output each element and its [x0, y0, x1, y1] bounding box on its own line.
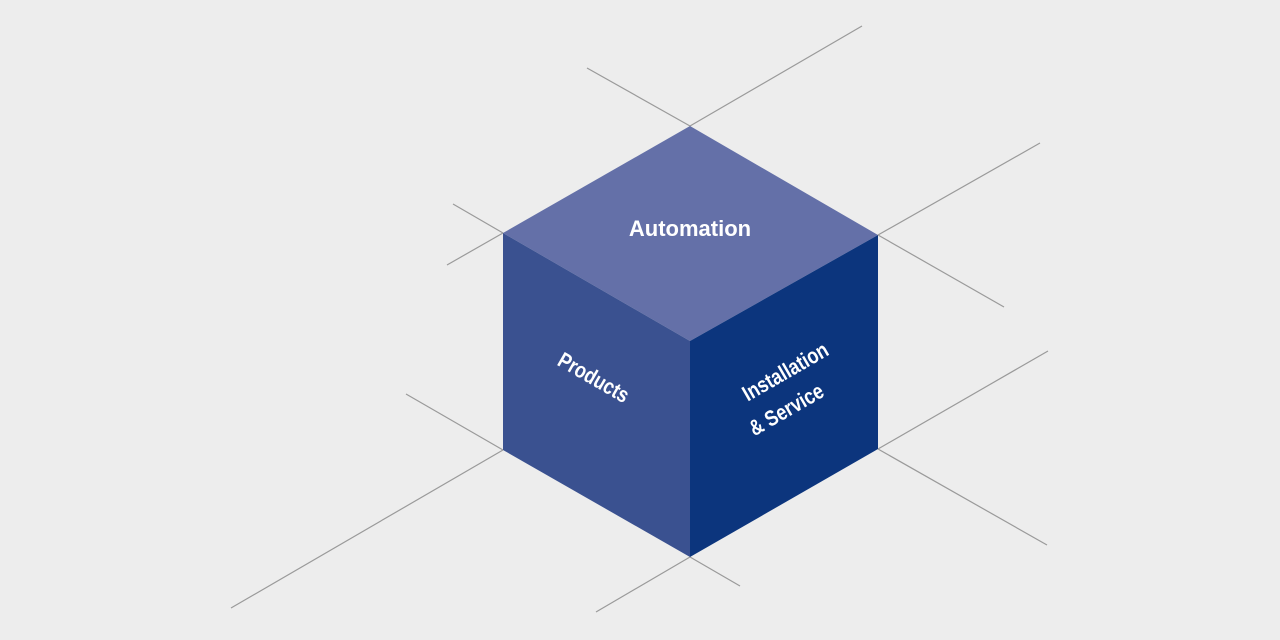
guide-line-upper-right-up	[877, 142, 1041, 236]
cube-face-products	[503, 233, 690, 557]
guide-line-top-right	[689, 25, 863, 127]
guide-line-top-left	[586, 67, 691, 127]
guide-lines	[230, 25, 1049, 613]
cube: Automation Products Installation & Servi…	[503, 126, 878, 557]
guide-line-bottom-left	[595, 556, 691, 613]
guide-line-upper-right-down	[877, 234, 1005, 308]
guide-line-lower-right-down	[877, 448, 1048, 546]
guide-line-upper-left-down	[446, 232, 504, 266]
guide-line-lower-left-up	[405, 393, 504, 451]
cube-face-automation	[503, 126, 878, 341]
guide-line-lower-left-down	[230, 449, 504, 609]
guide-line-upper-left-up	[452, 203, 504, 234]
cube-face-installation-service	[690, 235, 878, 557]
guide-line-lower-right-up	[877, 350, 1049, 450]
label-automation: Automation	[629, 216, 751, 241]
guide-line-bottom-right	[689, 556, 741, 587]
